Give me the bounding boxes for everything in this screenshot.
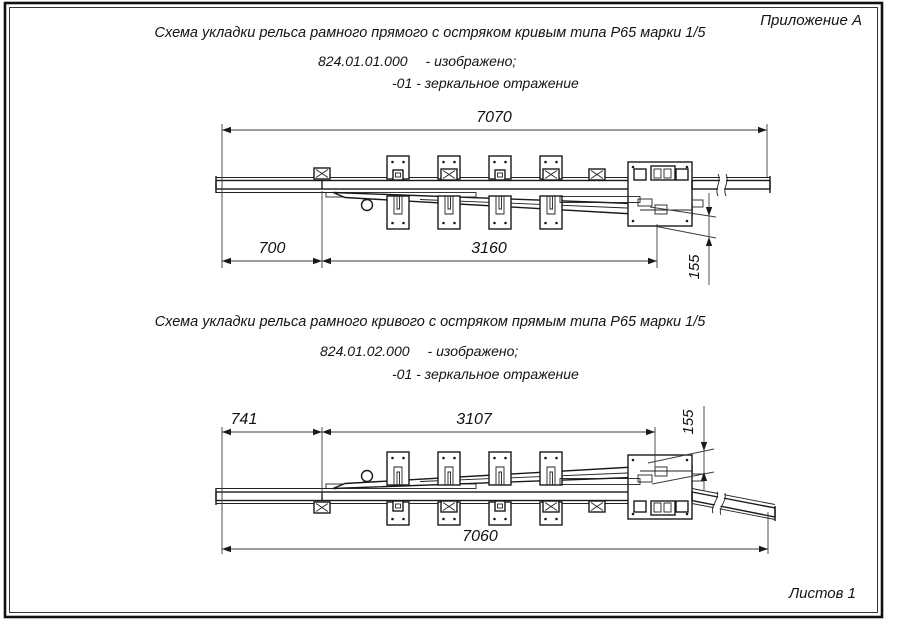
dimension-offset: 155 bbox=[647, 406, 715, 490]
dimension-front: 741 3107 bbox=[221, 411, 656, 554]
doc-mirror-line: -01 - зеркальное отражение bbox=[392, 366, 579, 382]
dim-offset-value: 155 bbox=[686, 254, 703, 280]
dim-front-value: 700 bbox=[259, 240, 286, 257]
dim-front-value: 741 bbox=[231, 411, 258, 428]
diagram-title: Схема укладки рельса рамного кривого с о… bbox=[155, 314, 707, 330]
doc-mirror-line: -01 - зеркальное отражение bbox=[392, 75, 579, 91]
sheets-label: Листов 1 bbox=[788, 585, 856, 602]
dim-offset-value: 155 bbox=[680, 409, 697, 435]
diagram-title: Схема укладки рельса рамного прямого с о… bbox=[155, 25, 707, 41]
doc-number-line: 824.01.01.000 - изображено; bbox=[318, 53, 516, 69]
doc-note: - изображено; bbox=[426, 53, 517, 69]
dimension-overall: 7070 bbox=[221, 109, 768, 268]
diagram-curved-frame-rail: Схема укладки рельса рамного кривого с о… bbox=[155, 314, 776, 554]
doc-number-line: 824.01.02.000 - изображено; bbox=[320, 343, 518, 359]
doc-number: 824.01.02.000 bbox=[320, 343, 410, 359]
appendix-label: Приложение А bbox=[760, 12, 862, 29]
outgoing-rail bbox=[691, 174, 771, 196]
outgoing-rail bbox=[691, 488, 776, 521]
diagram-straight-frame-rail: Схема укладки рельса рамного прямого с о… bbox=[155, 25, 771, 285]
dimension-overall: 7060 bbox=[222, 512, 769, 554]
doc-note: - изображено; bbox=[428, 343, 519, 359]
dim-overall-value: 7070 bbox=[476, 109, 512, 126]
dim-blade-value: 3107 bbox=[456, 411, 493, 428]
dim-blade-value: 3160 bbox=[471, 240, 507, 257]
dim-overall-value: 7060 bbox=[462, 528, 498, 545]
doc-number: 824.01.01.000 bbox=[318, 53, 408, 69]
dimension-offset: 155 bbox=[649, 193, 717, 285]
dimension-front: 700 3160 bbox=[222, 191, 658, 268]
